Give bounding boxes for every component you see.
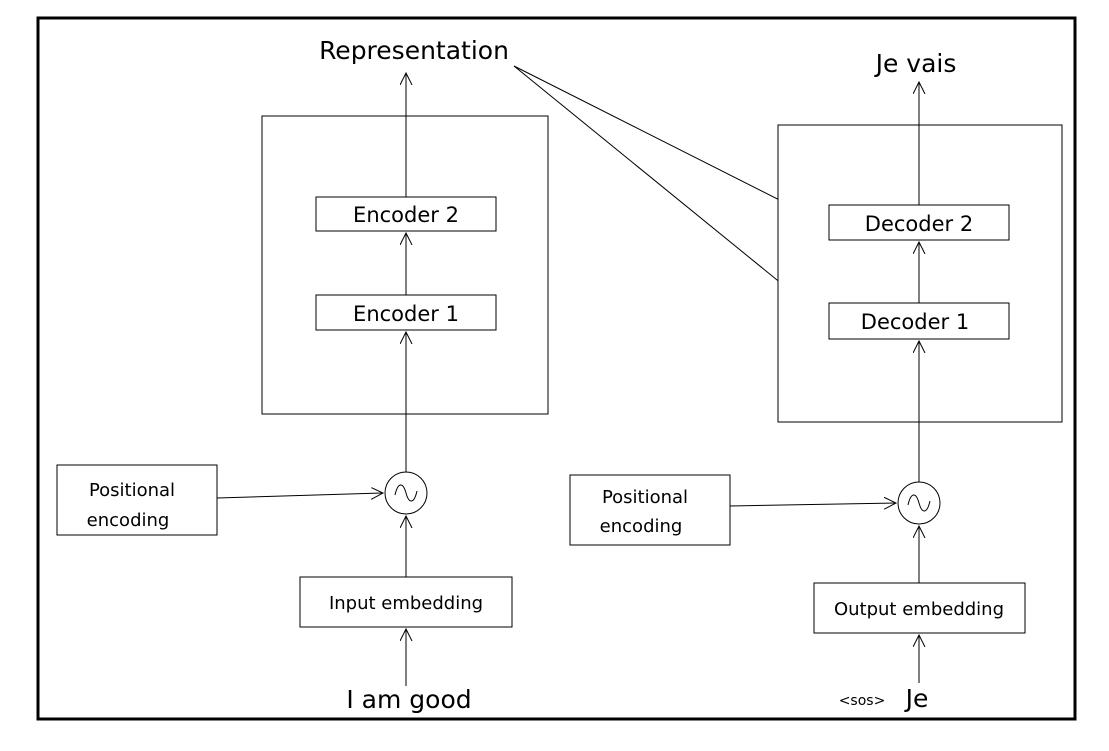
arrow-posenc-to-add	[216, 493, 383, 498]
encoder-1-block	[315, 294, 497, 331]
decoder-1-label: Decoder 1	[861, 310, 969, 334]
arrow-representation-to-decoder2	[513, 65, 825, 223]
encoder-add-wave	[394, 484, 418, 502]
encoder-1-label: Encoder 1	[353, 302, 459, 326]
encoder-positional-encoding-line1: Positional	[89, 480, 175, 501]
encoder-stack-box	[261, 115, 549, 415]
decoder-2-label: Decoder 2	[865, 212, 973, 236]
decoder-add-wave	[907, 494, 931, 512]
decoder-positional-encoding-box	[569, 474, 731, 546]
encoder-2-label: Encoder 2	[353, 203, 459, 227]
encoder-positional-encoding-line2: encoding	[87, 510, 170, 531]
diagram-frame	[36, 16, 1077, 721]
output-embedding-label: Output embedding	[834, 599, 1004, 620]
encoder-input-sentence: I am good	[346, 685, 471, 714]
decoder-stack-box	[777, 124, 1063, 423]
decoder-start-token: <sos>	[839, 693, 886, 709]
decoder-output-label: Je vais	[874, 49, 957, 78]
decoder-positional-encoding-line2: encoding	[600, 516, 683, 537]
arrow-representation-to-decoder1	[513, 65, 825, 319]
encoder-positional-encoding-box	[56, 464, 218, 536]
arrow-decoder-posenc-to-add	[729, 503, 896, 506]
input-embedding-label: Input embedding	[329, 593, 483, 614]
input-embedding-box	[299, 576, 513, 628]
decoder-input-word: Je	[904, 684, 929, 713]
decoder-positional-encoding-line1: Positional	[602, 487, 688, 508]
representation-label: Representation	[319, 36, 509, 65]
